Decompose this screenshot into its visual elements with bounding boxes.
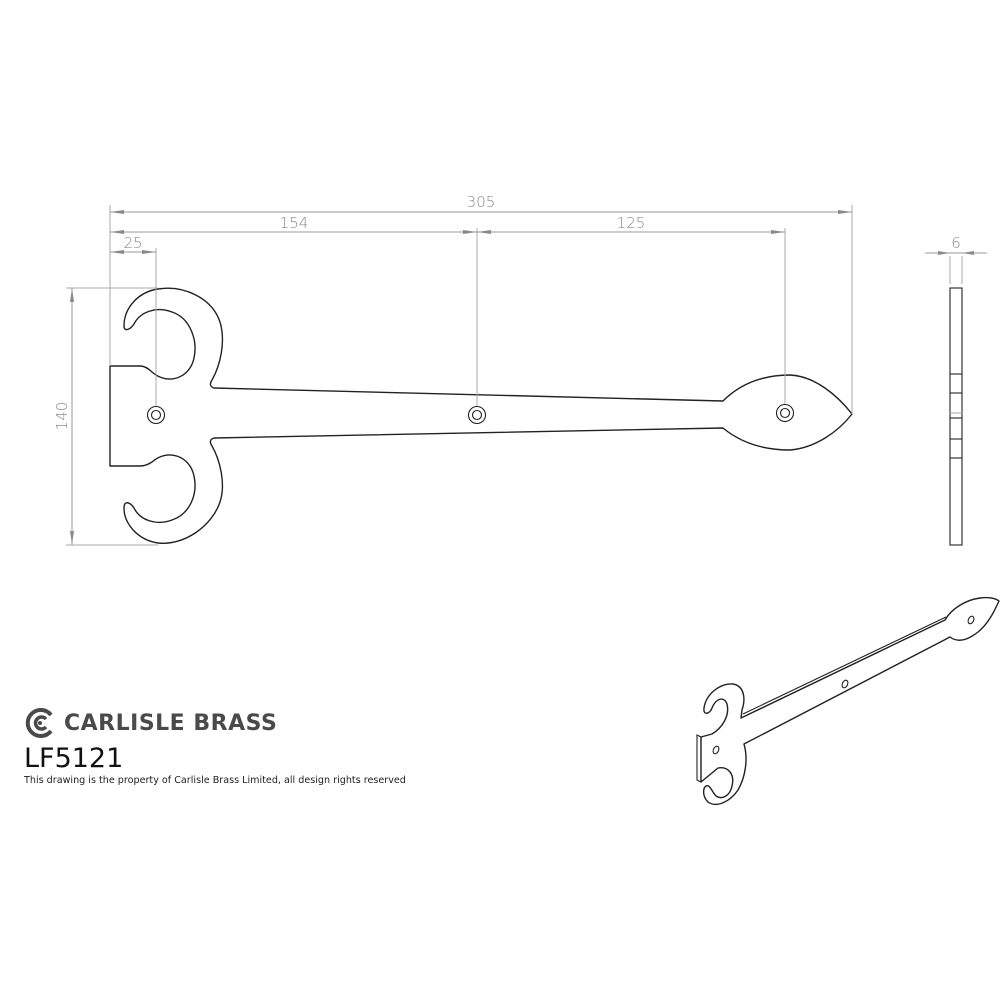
hole-1-inner	[150, 409, 162, 421]
dim-overall-length: 305	[467, 193, 496, 211]
hole-2-inner	[471, 409, 483, 421]
iso-hole-3	[967, 615, 975, 625]
product-code: LF5121	[24, 743, 124, 774]
side-profile	[949, 287, 963, 546]
dim-thickness: 6	[951, 234, 961, 252]
hole-2-outer	[467, 405, 487, 425]
iso-hole-2	[841, 679, 849, 689]
carlisle-brass-logo-icon	[25, 708, 53, 738]
brand: CARLISLE BRASS	[24, 706, 406, 740]
front-view: 305 154 125 25 140	[53, 193, 853, 546]
hole-3-inner	[779, 407, 791, 419]
isometric-view	[696, 596, 1000, 806]
hole-1-outer	[146, 405, 166, 425]
hole-3-outer	[775, 403, 795, 423]
side-view: 6	[925, 234, 987, 546]
dim-hole2-hole3: 125	[617, 214, 646, 232]
dim-hole1-hole2: 154	[280, 214, 309, 232]
title-block: CARLISLE BRASS LF5121 This drawing is th…	[24, 706, 406, 786]
dim-overall-height: 140	[53, 402, 71, 431]
copyright-notice: This drawing is the property of Carlisle…	[24, 775, 406, 786]
iso-hole-1	[712, 745, 720, 755]
dim-edge-hole1: 25	[123, 234, 142, 252]
brand-name: CARLISLE BRASS	[64, 710, 278, 736]
